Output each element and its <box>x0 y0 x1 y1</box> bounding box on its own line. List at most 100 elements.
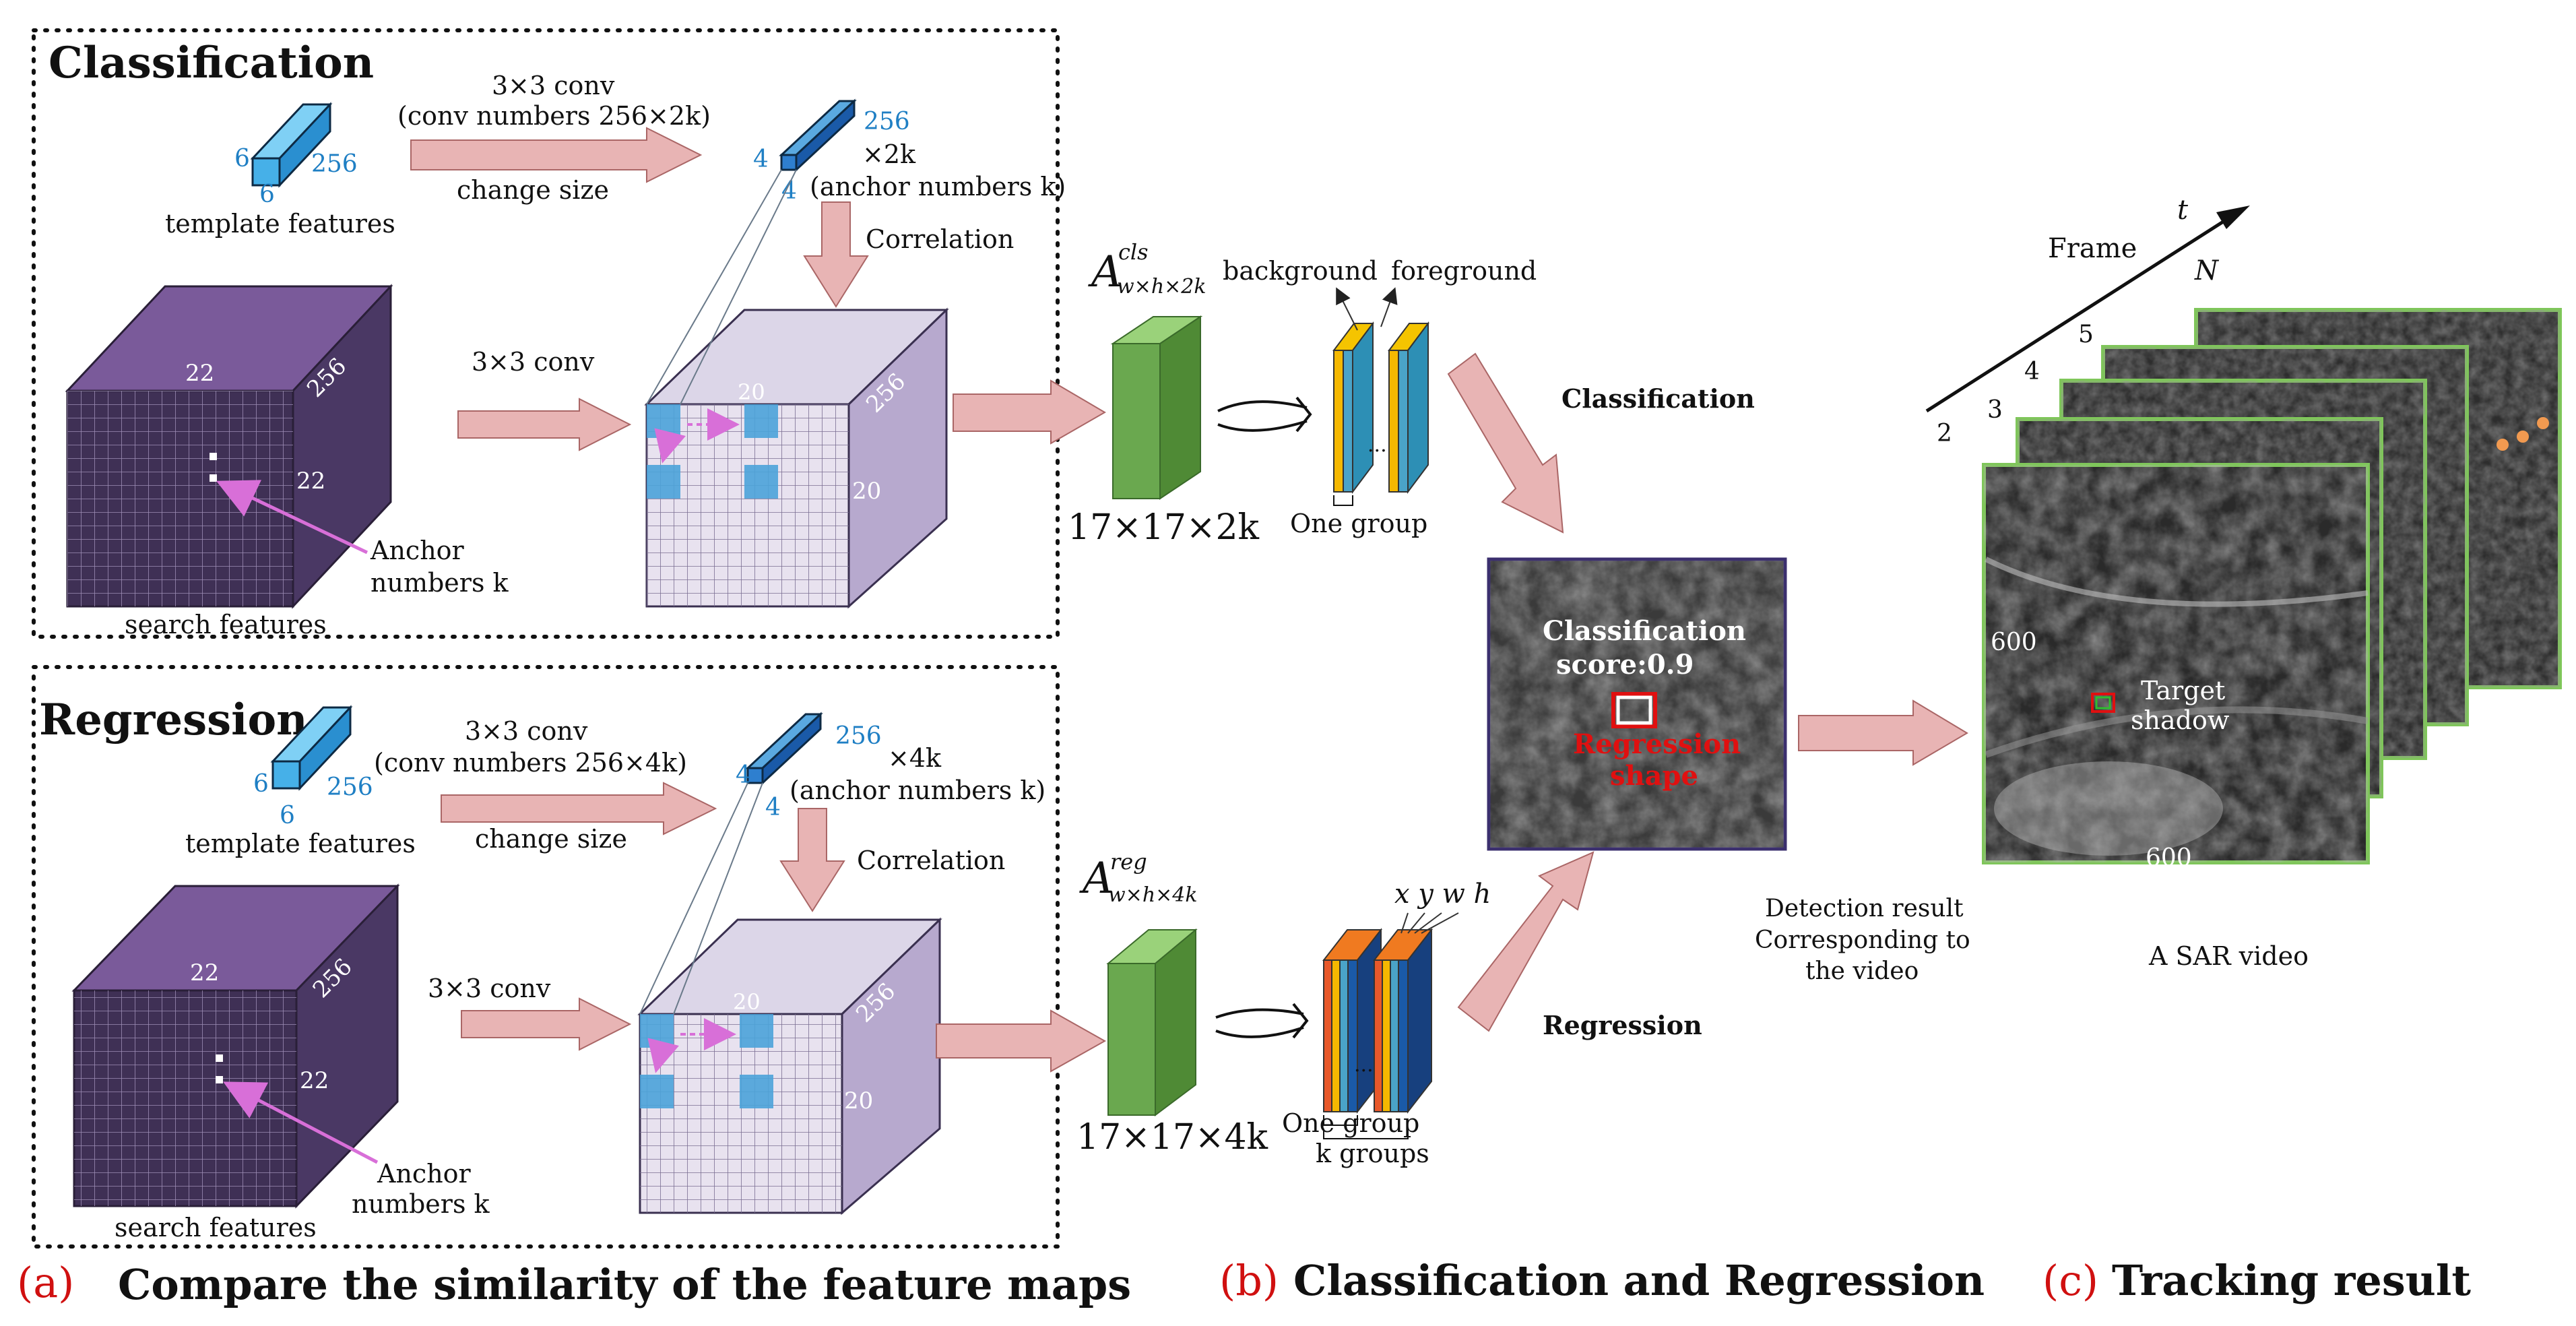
frame-num-4: 4 <box>2024 358 2040 385</box>
reg-kernel-dim-left: 4 <box>736 761 751 789</box>
reg-group-slices: ... <box>1322 912 1459 1139</box>
reg-search-label: search features <box>115 1213 317 1242</box>
cls-search-dim-top: 22 <box>185 360 214 387</box>
cls-conv2-arrow <box>457 398 632 451</box>
frame-num-3: 3 <box>1987 396 2003 424</box>
cls-kernel-dim-left: 4 <box>753 146 769 173</box>
cls-search-dim-right: 22 <box>296 468 325 495</box>
cls-symbol: A <box>1088 247 1122 297</box>
cls-to-feature-arrow <box>953 379 1106 445</box>
cls-title: Classification <box>49 38 374 88</box>
frame-num-2: 2 <box>1937 420 1952 447</box>
cls-anchor-label-1: Anchor <box>370 536 465 565</box>
reg-title: Regression <box>39 695 308 745</box>
cls-dotted-box <box>32 28 1060 639</box>
background-label: background <box>1223 256 1378 286</box>
shape-line2: shape <box>1610 760 1698 792</box>
cls-search-label: search features <box>125 610 327 639</box>
cls-to-result-arrow <box>1447 352 1564 534</box>
reg-sub: w×h×4k <box>1108 883 1198 907</box>
reg-template-dim-right: 256 <box>327 774 373 801</box>
cls-transform-arrow <box>1217 396 1312 433</box>
detection-line1: Detection result <box>1765 895 1964 922</box>
cls-response-dim-top: 20 <box>738 379 765 405</box>
reg-search-dim-top: 22 <box>190 959 219 986</box>
time-axis-head <box>2216 206 2250 229</box>
reg-template-dim-left: 6 <box>253 770 269 798</box>
cls-change-size-label: change size <box>457 175 609 205</box>
reg-template-dim-bottom: 6 <box>280 802 295 829</box>
cls-sup: cls <box>1118 239 1149 265</box>
reg-kernel-dim-right: 256 <box>835 722 882 750</box>
cls-response-cube <box>644 169 949 609</box>
svg-text:...: ... <box>1367 433 1387 457</box>
cls-template-dim-right: 256 <box>311 150 358 178</box>
reg-search-dim-right: 22 <box>300 1067 329 1094</box>
reg-to-feature-arrow <box>936 1009 1107 1073</box>
reg-conv2-arrow <box>461 997 632 1051</box>
cls-template-dim-bottom: 6 <box>259 181 275 208</box>
cls-correlation-arrow <box>803 201 869 308</box>
cls-anchor-numbers: (anchor numbers k) <box>810 172 1066 201</box>
reg-anchor-label-2: numbers k <box>352 1189 490 1219</box>
cls-anchor-pointer <box>216 480 368 555</box>
one-group-reg-label: One group <box>1282 1108 1419 1138</box>
reg-size: 17×17×4k <box>1076 1117 1268 1158</box>
fg-pointer <box>1380 287 1398 327</box>
xywh-label: x y w h <box>1394 879 1491 910</box>
cls-anchor-label-2: numbers k <box>371 568 509 598</box>
sar-frame-stack <box>1982 308 2562 864</box>
regression-label: Regression <box>1543 1010 1702 1040</box>
cls-template-cube <box>250 102 333 188</box>
range-bottom-label: 600 <box>2146 844 2192 872</box>
reg-response-cube <box>637 782 942 1216</box>
cls-conv1-line1: 3×3 conv <box>492 71 615 100</box>
foreground-label: foreground <box>1391 256 1537 286</box>
cls-change-size-arrow <box>410 127 703 183</box>
cls-search-cube <box>65 284 393 609</box>
cls-feature-map <box>1110 315 1203 500</box>
cls-correlation-label: Correlation <box>866 224 1014 254</box>
sar-video-label: A SAR video <box>2148 941 2309 971</box>
reg-to-result-arrow <box>1457 851 1595 1032</box>
cls-sub: w×h×2k <box>1117 275 1206 298</box>
cls-conv1-line2: (conv numbers 256×2k) <box>397 101 711 131</box>
reg-conv1-line1: 3×3 conv <box>465 716 588 746</box>
reg-conv1-line2: (conv numbers 256×4k) <box>374 748 687 778</box>
reg-anchor-pointer <box>223 1081 379 1164</box>
k-groups-label: k groups <box>1316 1139 1429 1168</box>
target-line2: shadow <box>2131 705 2230 735</box>
reg-sup: reg <box>1110 849 1147 875</box>
cls-kernel-cube <box>779 98 857 172</box>
frame-label: Frame <box>2048 233 2137 264</box>
svg-text:...: ... <box>1354 1053 1374 1077</box>
score-line2: score:0.9 <box>1556 649 1694 681</box>
cls-template-label: template features <box>165 209 395 239</box>
reg-conv2-label: 3×3 conv <box>428 974 551 1003</box>
reg-correlation-label: Correlation <box>857 846 1005 875</box>
reg-kernel-mult: ×4k <box>888 743 942 773</box>
cls-group-slices: ... <box>1332 321 1429 506</box>
score-line1: Classification <box>1543 615 1746 647</box>
reg-response-dim-right: 20 <box>844 1087 873 1114</box>
cls-kernel-dim-right: 256 <box>864 108 910 135</box>
cls-kernel-mult: ×2k <box>862 139 916 169</box>
bg-pointer <box>1336 287 1358 331</box>
cls-template-dim-left: 6 <box>234 145 250 172</box>
t-label: t <box>2177 195 2189 226</box>
cls-kernel-dim-bottom: 4 <box>781 177 797 205</box>
caption-b-text: Classification and Regression <box>1293 1256 1985 1305</box>
result-to-video-arrow <box>1798 699 1968 766</box>
reg-anchor-label-1: Anchor <box>377 1159 472 1189</box>
cls-size: 17×17×2k <box>1068 507 1260 548</box>
n-label: N <box>2194 255 2220 286</box>
detection-line2: Corresponding to <box>1755 926 1970 954</box>
cls-conv2-label: 3×3 conv <box>472 347 595 377</box>
classification-label: Classification <box>1561 383 1755 414</box>
reg-correlation-arrow <box>779 808 845 912</box>
caption-a-letter: (a) <box>17 1258 74 1307</box>
caption-a-text: Compare the similarity of the feature ma… <box>118 1260 1131 1309</box>
reg-template-label: template features <box>185 829 416 858</box>
detection-result-image <box>1487 557 1787 851</box>
